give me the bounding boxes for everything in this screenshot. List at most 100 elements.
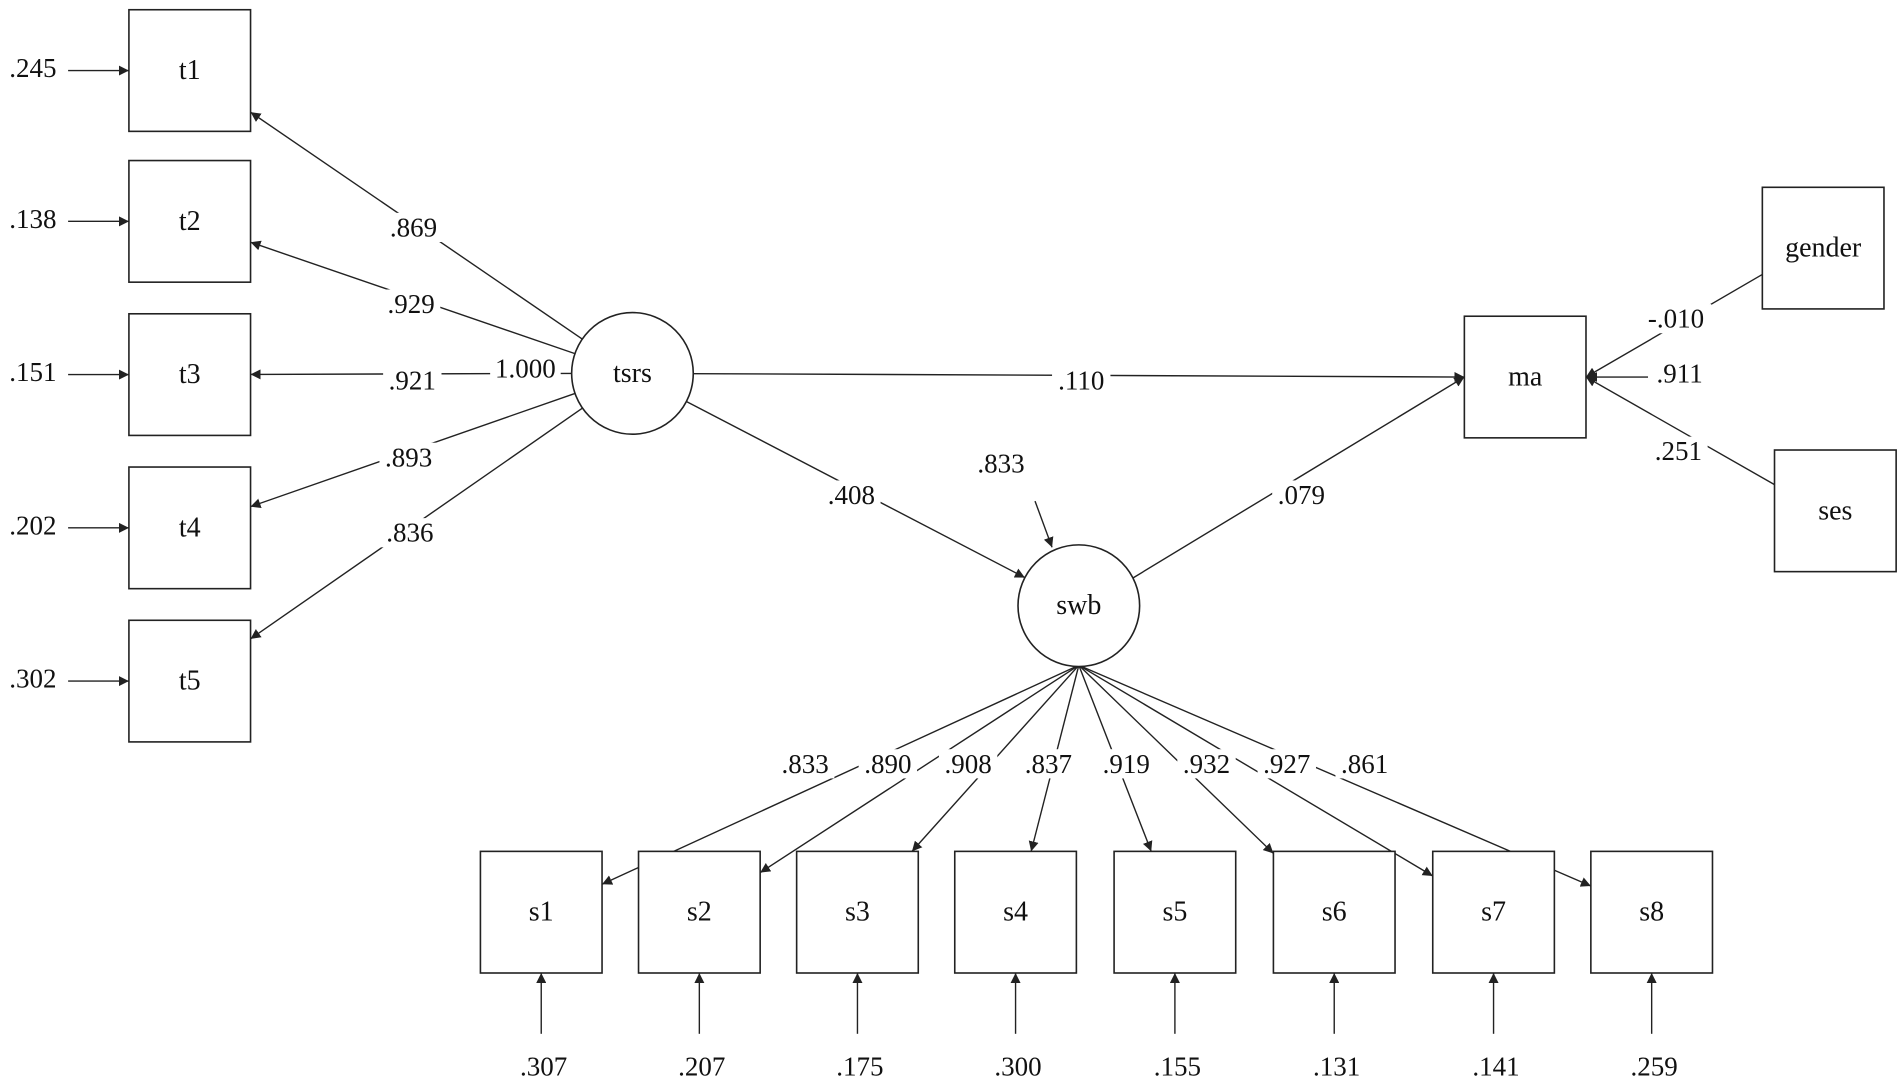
residual-label-ma: .911 bbox=[1657, 358, 1703, 388]
residual-label-s6: .131 bbox=[1313, 1052, 1360, 1082]
observed-label-ma: ma bbox=[1508, 362, 1543, 393]
observed-label-s6: s6 bbox=[1322, 897, 1347, 928]
path-label-gender-ma-bg bbox=[1640, 304, 1712, 334]
latent-circle-tsrs bbox=[570, 311, 695, 436]
path-label-tsrs-ma-bg bbox=[1052, 366, 1111, 396]
observed-box-s6 bbox=[1272, 850, 1396, 974]
path-label-swb-ma-bg bbox=[1272, 480, 1331, 510]
loading-label-t1: .869 bbox=[390, 212, 437, 242]
observed-label-s5: s5 bbox=[1162, 897, 1187, 928]
loading-label-t1-bg bbox=[384, 212, 443, 243]
residual-label-t2: .138 bbox=[9, 204, 56, 234]
latent-label-swb: swb bbox=[1056, 590, 1101, 621]
observed-box-t3 bbox=[128, 312, 252, 437]
loading-label-t4: .893 bbox=[385, 442, 432, 472]
residual-label-swb: .833 bbox=[977, 448, 1024, 478]
observed-box-ma bbox=[1463, 315, 1587, 439]
path-label-gender-ma: -.010 bbox=[1648, 304, 1704, 334]
residual-label-s4: .300 bbox=[994, 1052, 1041, 1082]
loading-label-s3-bg bbox=[938, 749, 998, 779]
observed-box-ses bbox=[1773, 449, 1897, 573]
residual-label-s7: .141 bbox=[1472, 1052, 1519, 1082]
variance-label-tsrs: 1.000 bbox=[495, 354, 556, 384]
residual-label-s1: .307 bbox=[520, 1052, 567, 1082]
loading-label-s3: .908 bbox=[945, 749, 992, 779]
loading-label-s5-bg bbox=[1097, 749, 1156, 779]
path-arrow-swb-ma bbox=[1132, 376, 1465, 579]
loading-arrow-s8 bbox=[1078, 664, 1592, 887]
path-label-ses-ma-bg bbox=[1649, 436, 1708, 466]
observed-label-t3: t3 bbox=[179, 359, 201, 390]
observed-label-s3: s3 bbox=[845, 897, 870, 928]
loading-label-s4: .837 bbox=[1025, 749, 1072, 779]
observed-box-t1 bbox=[128, 8, 252, 133]
loading-label-s6-bg bbox=[1177, 749, 1236, 779]
loading-label-t2: .929 bbox=[387, 289, 434, 319]
observed-box-gender bbox=[1761, 186, 1885, 310]
observed-box-s5 bbox=[1113, 850, 1237, 974]
observed-box-t2 bbox=[128, 159, 252, 283]
latent-label-tsrs: tsrs bbox=[613, 358, 652, 389]
observed-box-s8 bbox=[1590, 850, 1714, 974]
loading-label-t5-bg bbox=[380, 518, 440, 548]
observed-label-t4: t4 bbox=[179, 512, 201, 543]
observed-label-t1: t1 bbox=[179, 55, 201, 86]
observed-label-s8: s8 bbox=[1639, 897, 1664, 928]
path-label-tsrs-ma: .110 bbox=[1058, 366, 1104, 396]
residual-label-t5: .302 bbox=[9, 664, 56, 694]
loading-label-s5: .919 bbox=[1103, 749, 1150, 779]
loading-arrow-s7 bbox=[1078, 664, 1434, 877]
loading-label-s2-bg bbox=[858, 749, 918, 779]
observed-label-ses: ses bbox=[1818, 495, 1852, 526]
residual-label-t1: .245 bbox=[9, 53, 56, 83]
loading-label-t3-bg bbox=[383, 366, 442, 396]
loading-label-s6: .932 bbox=[1183, 749, 1230, 779]
loading-arrow-s1 bbox=[601, 664, 1080, 885]
observed-box-t4 bbox=[128, 466, 252, 590]
observed-box-s3 bbox=[795, 850, 920, 974]
loading-label-s8: .861 bbox=[1341, 749, 1388, 779]
observed-box-s2 bbox=[637, 850, 761, 974]
variance-label-tsrs-bg bbox=[490, 353, 561, 384]
loading-label-s1: .833 bbox=[782, 749, 829, 779]
path-label-tsrs-swb-bg bbox=[822, 480, 881, 510]
loading-label-t5: .836 bbox=[386, 518, 433, 548]
observed-box-s1 bbox=[479, 850, 603, 974]
loading-label-s4-bg bbox=[1019, 749, 1078, 779]
latent-circle-swb bbox=[1017, 544, 1141, 668]
loading-label-t4-bg bbox=[379, 442, 438, 472]
labels-layer: .869 .929 .921 .893 .836 .833 .890 .908 .837 .919… bbox=[9, 53, 1712, 1082]
residual-label-ma-bg bbox=[1650, 358, 1709, 388]
residual-label-t4: .202 bbox=[9, 510, 56, 540]
path-label-swb-ma: .079 bbox=[1278, 480, 1325, 510]
observed-label-t2: t2 bbox=[179, 206, 201, 237]
path-label-tsrs-swb: .408 bbox=[828, 480, 875, 510]
loading-label-t3: .921 bbox=[389, 366, 436, 396]
residual-arrow-swb bbox=[1034, 500, 1054, 548]
loading-label-t2-bg bbox=[381, 289, 441, 319]
observed-label-gender: gender bbox=[1785, 233, 1862, 264]
residual-label-s8: .259 bbox=[1630, 1052, 1677, 1082]
loading-label-s7: .927 bbox=[1263, 749, 1310, 779]
observed-box-s7 bbox=[1431, 850, 1556, 974]
observed-box-s4 bbox=[953, 850, 1078, 974]
residual-label-s5: .155 bbox=[1154, 1052, 1201, 1082]
observed-label-t5: t5 bbox=[179, 666, 201, 697]
loading-label-s8-bg bbox=[1335, 749, 1394, 779]
loading-arrow-s6 bbox=[1078, 664, 1274, 854]
loading-label-s2: .890 bbox=[864, 749, 911, 779]
observed-box-t5 bbox=[128, 619, 252, 743]
residual-label-s2: .207 bbox=[678, 1052, 725, 1082]
loading-label-s1-bg bbox=[775, 749, 835, 779]
path-label-ses-ma: .251 bbox=[1655, 436, 1702, 466]
residual-label-t3: .151 bbox=[9, 357, 56, 387]
observed-label-s7: s7 bbox=[1481, 897, 1506, 928]
observed-label-s4: s4 bbox=[1003, 897, 1028, 928]
residual-label-s3: .175 bbox=[836, 1052, 883, 1082]
observed-label-s2: s2 bbox=[687, 897, 712, 928]
path-arrow-ses-ma bbox=[1585, 376, 1775, 486]
loading-label-s7-bg bbox=[1257, 749, 1316, 779]
loading-arrow-s2 bbox=[759, 664, 1080, 874]
